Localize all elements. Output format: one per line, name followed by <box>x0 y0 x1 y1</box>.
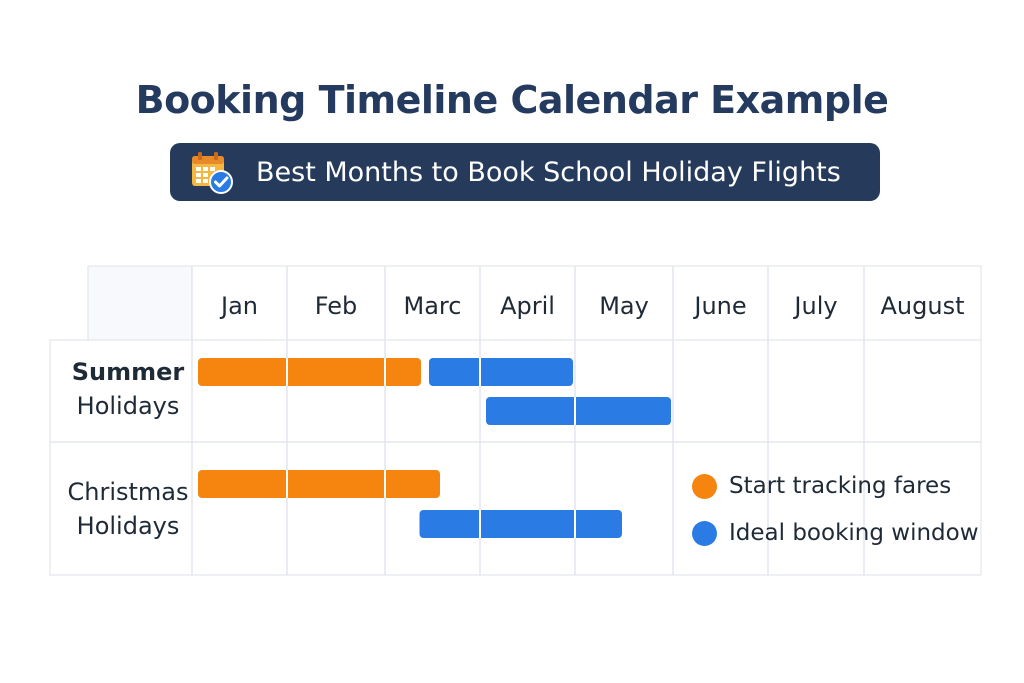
row-label-summer-line2: Holidays <box>76 392 180 420</box>
month-label: Marc <box>403 292 462 320</box>
bar-ideal-booking <box>486 397 671 425</box>
bar-start-tracking <box>198 358 421 386</box>
row-label-summer-line1: Summer <box>71 358 185 386</box>
calendar-check-icon <box>192 152 233 194</box>
row-label-summer: Summer Holidays <box>50 355 206 423</box>
header-corner-cell <box>87 265 193 341</box>
month-label: May <box>599 292 649 320</box>
row-label-christmas: Christmas Holidays <box>50 475 206 543</box>
legend-item-start-tracking: Start tracking fares <box>692 471 951 501</box>
legend-item-ideal-booking: Ideal booking window <box>692 518 979 548</box>
page-title: Booking Timeline Calendar Example <box>135 78 889 122</box>
legend-swatch-orange <box>692 473 717 499</box>
bar-ideal-booking <box>419 510 622 538</box>
legend-swatch-blue <box>692 520 717 546</box>
legend-label: Ideal booking window <box>729 520 979 546</box>
month-label: Feb <box>314 292 358 320</box>
row-label-christmas-line2: Holidays <box>76 512 180 540</box>
month-label: June <box>694 292 747 320</box>
bar-start-tracking <box>198 470 440 498</box>
bar-ideal-booking <box>429 358 573 386</box>
legend-label: Start tracking fares <box>729 473 952 499</box>
month-label: April <box>500 292 555 320</box>
subtitle: Best Months to Book School Holiday Fligh… <box>256 156 841 188</box>
month-label: August <box>880 292 965 320</box>
row-label-christmas-line1: Christmas <box>67 478 189 506</box>
month-label: Jan <box>221 292 258 320</box>
month-label: July <box>794 292 838 320</box>
subtitle-banner: Best Months to Book School Holiday Fligh… <box>170 143 880 201</box>
